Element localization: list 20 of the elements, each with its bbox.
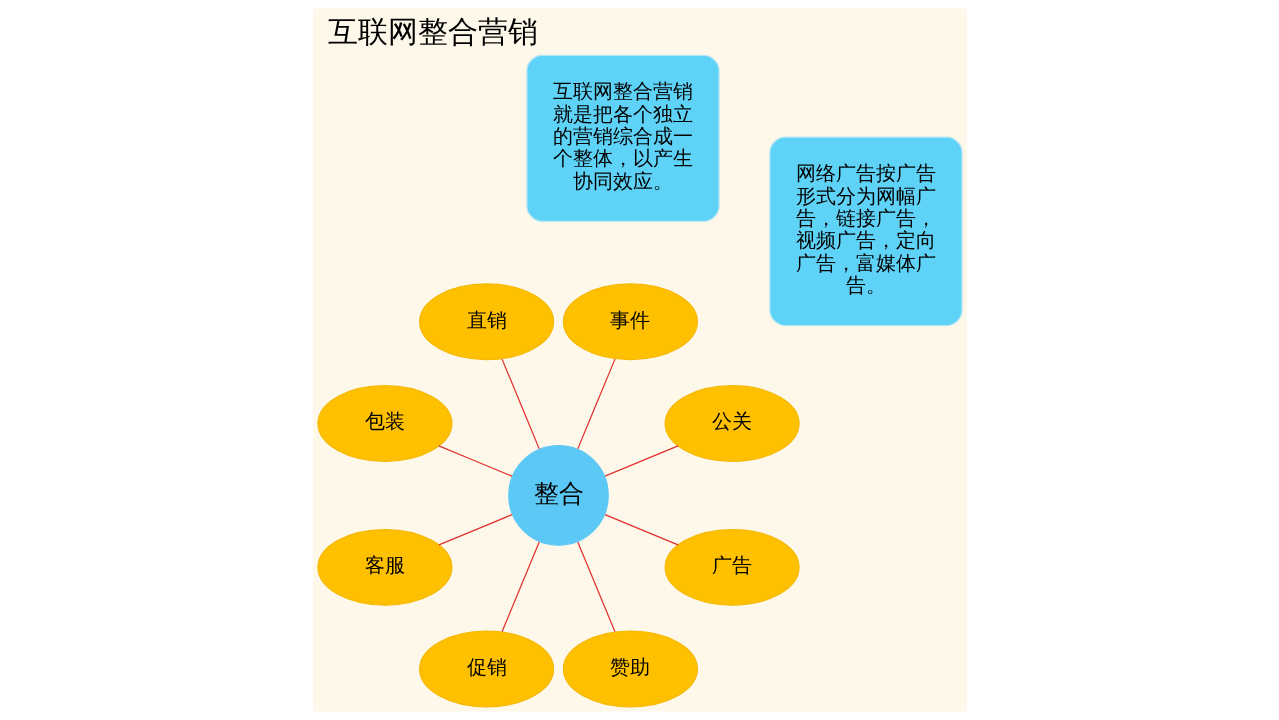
connector bbox=[437, 514, 513, 546]
node-ellipse: 事件 bbox=[562, 283, 698, 361]
node-circle: 整合 bbox=[507, 445, 609, 546]
connector bbox=[576, 541, 616, 633]
connector bbox=[437, 445, 513, 477]
connector bbox=[576, 358, 616, 450]
node-ellipse: 赞助 bbox=[562, 630, 698, 708]
node-ellipse: 客服 bbox=[316, 528, 452, 606]
node-ellipse: 包装 bbox=[316, 385, 452, 462]
connector bbox=[500, 358, 540, 450]
connector bbox=[603, 445, 679, 477]
connector bbox=[500, 541, 540, 633]
node-ellipse: 直销 bbox=[418, 283, 554, 361]
node-ellipse: 促销 bbox=[418, 630, 554, 708]
node-box: 互联网整合营销就是把各个独立的营销综合成一个整体，以产生协同效应。 bbox=[525, 54, 720, 223]
diagram-title: 互联网整合营销 bbox=[327, 13, 538, 49]
connector bbox=[603, 514, 679, 546]
node-box: 网络广告按广告形式分为网幅广告，链接广告，视频广告，定向广告，富媒体广告。 bbox=[768, 136, 963, 327]
node-ellipse: 广告 bbox=[664, 528, 800, 606]
node-ellipse: 公关 bbox=[664, 385, 800, 462]
